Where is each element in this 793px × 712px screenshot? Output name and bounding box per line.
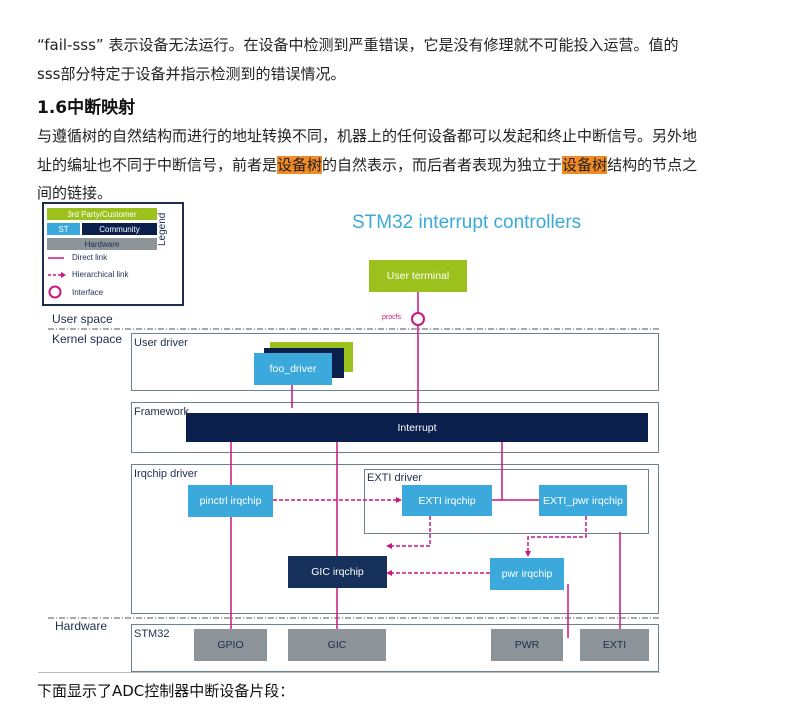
exti-pwr-irqchip-node: EXTI_pwr irqchip <box>539 485 627 516</box>
hardware-label: Hardware <box>55 619 108 633</box>
arrowhead-icon <box>386 570 392 576</box>
user-terminal-node: User terminal <box>369 260 467 292</box>
arrowhead-icon <box>61 272 66 278</box>
legend-hierarchical-link: Hierarchical link <box>72 270 129 279</box>
stm32-interrupt-diagram: 3rd Party/Customer ST Community Hardware… <box>38 202 660 673</box>
gic-hw-node: GIC <box>288 629 386 661</box>
stm32-label: STM32 <box>134 628 170 640</box>
user-driver-label: User driver <box>134 337 188 349</box>
legend-st: ST <box>47 223 80 235</box>
interface-icon <box>411 312 425 326</box>
exti-pwr-to-pwr-hier-link <box>527 516 587 553</box>
paragraph-1-line-2: sss部分特定于设备并指示检测到的错误情况。 <box>37 65 346 83</box>
text-segment: 的自然表示，而后者者表现为独立于 <box>322 156 563 174</box>
exti-to-gic-hier-link <box>390 516 431 547</box>
legend-interface: Interface <box>72 288 104 297</box>
pwr-irqchip-node: pwr irqchip <box>490 558 564 590</box>
arrowhead-icon <box>386 543 392 549</box>
pwr-hw-node: PWR <box>491 629 563 661</box>
highlighted-term: 设备树 <box>562 156 608 174</box>
legend-community: Community <box>82 223 157 235</box>
arrowhead-icon <box>396 497 402 503</box>
footer-paragraph: 下面显示了ADC控制器中断设备片段： <box>37 682 295 700</box>
exti-driver-label: EXTI driver <box>367 472 423 484</box>
pinctrl-irqchip-node: pinctrl irqchip <box>188 485 273 517</box>
legend: 3rd Party/Customer ST Community Hardware… <box>42 202 184 306</box>
user-space-label: User space <box>52 312 113 326</box>
highlighted-term: 设备树 <box>277 156 323 174</box>
irqchip-driver-label: Irqchip driver <box>134 468 198 480</box>
legend-third-party: 3rd Party/Customer <box>47 208 157 220</box>
paragraph-2-line-2: 址的编址也不同于中断信号，前者是设备树的自然表示，而后者者表现为独立于设备树结构… <box>37 151 697 180</box>
interrupt-node: Interrupt <box>186 413 648 442</box>
paragraph-2-line-1: 与遵循树的自然结构而进行的地址转换不同，机器上的任何设备都可以发起和终止中断信号… <box>37 127 698 145</box>
interface-icon <box>48 285 62 299</box>
framework-label: Framework <box>134 406 190 418</box>
exti-hw-node: EXTI <box>580 629 649 661</box>
text-segment: 结构的节点之 <box>607 156 698 174</box>
gic-irqchip-node: GIC irqchip <box>288 556 387 588</box>
foo-driver-node: foo_driver <box>254 353 332 385</box>
arrowhead-icon <box>525 551 531 557</box>
legend-direct-link: Direct link <box>72 253 108 262</box>
kernel-space-label: Kernel space <box>52 332 123 346</box>
procfs-label: procfs <box>382 314 402 321</box>
gpio-hw-node: GPIO <box>194 629 267 661</box>
text-segment: 址的编址也不同于中断信号，前者是 <box>37 156 278 174</box>
diagram-links <box>48 292 660 638</box>
diagram-bottom-border <box>38 672 660 673</box>
section-heading: 1.6中断映射 <box>37 98 136 118</box>
exti-irqchip-node: EXTI irqchip <box>402 485 492 516</box>
user-driver-frame: User driver <box>131 333 659 391</box>
paragraph-1-line-1: “fail-sss” 表示设备无法运行。在设备中检测到严重错误，它是没有修理就不… <box>37 36 679 54</box>
paragraph-2-line-3: 间的链接。 <box>37 184 113 202</box>
legend-hardware: Hardware <box>47 238 157 250</box>
legend-symbols <box>48 257 66 299</box>
diagram-title: STM32 interrupt controllers <box>352 212 582 233</box>
